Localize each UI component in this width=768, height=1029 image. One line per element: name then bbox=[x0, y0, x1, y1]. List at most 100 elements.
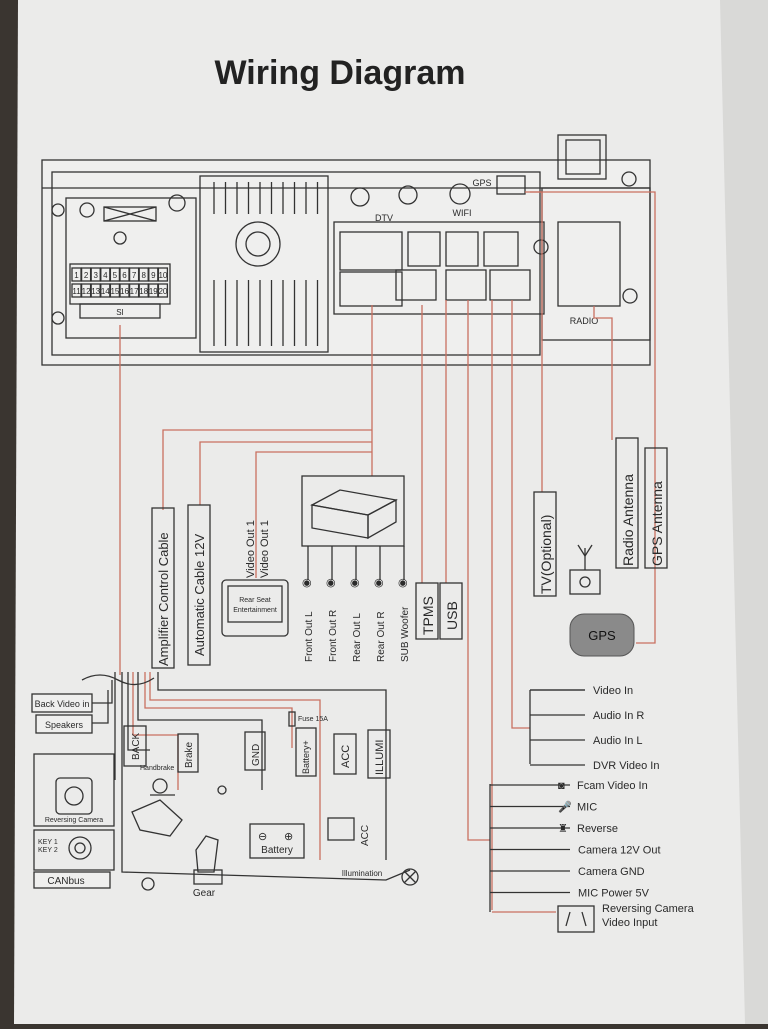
list-b-icon: ◙ bbox=[558, 780, 565, 792]
pin-number: 18 bbox=[139, 287, 148, 296]
harness: BACK Brake Handbrake GND Battery+ ACC IL… bbox=[121, 711, 419, 899]
usb-label: USB bbox=[444, 601, 460, 630]
automatic-cable-label: Automatic Cable 12V bbox=[192, 534, 207, 656]
pin-number: 4 bbox=[103, 271, 108, 280]
reversing-camera-input-2: Video Input bbox=[602, 917, 657, 929]
acc-switch-label: ACC bbox=[360, 825, 371, 846]
rca-jack-icon: ◉ bbox=[302, 577, 312, 589]
list-b-item: MIC bbox=[577, 802, 597, 814]
pin-cell bbox=[157, 267, 169, 282]
list-b-item: Fcam Video In bbox=[577, 780, 648, 792]
speakers-label: Speakers bbox=[45, 720, 84, 730]
pin-number: 7 bbox=[132, 271, 137, 280]
list-b-item: Reverse bbox=[577, 823, 618, 835]
brake-label: Brake bbox=[184, 741, 195, 768]
lamp-icon-left bbox=[141, 877, 155, 891]
heatsink-fins bbox=[213, 182, 319, 346]
gnd-label: GND bbox=[251, 744, 262, 766]
gps-antenna-label: GPS Antenna bbox=[649, 481, 665, 566]
list-b-item: MIC Power 5V bbox=[578, 888, 650, 900]
battery-plus-label: Battery+ bbox=[301, 740, 311, 774]
audio-output-label: SUB Woofer bbox=[400, 606, 411, 662]
pin-number: 1 bbox=[74, 271, 79, 280]
key1-label: KEY 1 bbox=[38, 839, 58, 846]
canbus-label: CANbus bbox=[47, 876, 84, 887]
pin-number: 13 bbox=[91, 287, 100, 296]
acc-label: ACC bbox=[340, 745, 352, 768]
pin-number: 2 bbox=[84, 271, 89, 280]
handbrake-label: Handbrake bbox=[140, 765, 174, 772]
list-a-item: Video In bbox=[593, 685, 633, 697]
illumi-label: ILLUMI bbox=[374, 740, 386, 775]
audio-amp-box bbox=[301, 475, 405, 580]
pin-number: 3 bbox=[93, 271, 98, 280]
pin-number: 17 bbox=[130, 287, 139, 296]
pin-number: 8 bbox=[141, 271, 146, 280]
pin-cell bbox=[157, 283, 169, 298]
pin-number: 16 bbox=[120, 287, 129, 296]
next-page bbox=[720, 0, 768, 1024]
rca-jack-icon: ◉ bbox=[326, 577, 336, 589]
tpms-label: TPMS bbox=[420, 596, 436, 635]
list-b-item: Camera GND bbox=[578, 866, 645, 878]
list-a-item: Audio In R bbox=[593, 710, 644, 722]
rear-seat-label-1: Rear Seat bbox=[239, 597, 271, 604]
tv-label: TV(Optional) bbox=[538, 515, 554, 594]
battery-minus: ⊖ bbox=[258, 831, 267, 843]
pin-number: 11 bbox=[72, 287, 81, 296]
back-video-in-label: Back Video in bbox=[35, 699, 90, 709]
dtv-label: DTV bbox=[375, 213, 393, 223]
audio-output-label: Rear Out L bbox=[352, 613, 363, 662]
reversing-camera-input-1: Reversing Camera bbox=[602, 903, 695, 915]
audio-output-labels: ◉ Front Out L ◉ Front Out R ◉ Rear Out L ◉ Rear… bbox=[302, 577, 411, 662]
rca-jack-icon: ◉ bbox=[374, 577, 384, 589]
pin-number: 6 bbox=[122, 271, 127, 280]
rca-jack-icon: ◉ bbox=[350, 577, 360, 589]
gps-module-icon: GPS bbox=[569, 613, 635, 657]
pin-number: 12 bbox=[82, 287, 91, 296]
diagram-title: Wiring Diagram bbox=[215, 54, 466, 92]
wifi-label: WIFI bbox=[453, 208, 472, 218]
radio-antenna-label: Radio Antenna bbox=[620, 474, 636, 566]
pin-number: 14 bbox=[101, 287, 110, 296]
gps-label: GPS bbox=[472, 178, 491, 188]
pin-number: 9 bbox=[151, 271, 156, 280]
reversing-camera-label: Reversing Camera bbox=[45, 817, 103, 824]
left-connectors: Back Video in Speakers Reversing Camera … bbox=[31, 674, 155, 889]
video-out-label-b: Video Out 1 bbox=[259, 520, 271, 578]
pin-number: 19 bbox=[149, 287, 158, 296]
audio-output-label: Rear Out R bbox=[376, 611, 387, 662]
back-label: BACK bbox=[131, 732, 142, 760]
illumination-label: Illumination bbox=[342, 869, 382, 878]
gps-module-label: GPS bbox=[588, 628, 616, 643]
pin-number: 5 bbox=[113, 271, 118, 280]
pin-number: 15 bbox=[110, 287, 119, 296]
rca-jack-icon: ◉ bbox=[398, 577, 408, 589]
tv-antenna-icon bbox=[569, 544, 601, 595]
battery-label: Battery bbox=[261, 845, 293, 856]
battery-plus: ⊕ bbox=[284, 831, 293, 843]
reversing-camera-input: Reversing Camera Video Input bbox=[492, 903, 695, 933]
list-b-icon: ♜ bbox=[558, 823, 568, 835]
audio-output-label: Front Out R bbox=[328, 610, 339, 662]
fuse-label: Fuse 15A bbox=[298, 716, 328, 723]
si-label: SI bbox=[116, 308, 124, 317]
list-b-item: Camera 12V Out bbox=[578, 845, 661, 857]
gear-label: Gear bbox=[193, 888, 216, 899]
pin-number: 20 bbox=[158, 287, 167, 296]
vertical-labels: Amplifier Control Cable Automatic Cable … bbox=[151, 437, 668, 669]
amplifier-cable-label: Amplifier Control Cable bbox=[156, 532, 171, 666]
rear-seat-monitor: Rear Seat Entertainment bbox=[221, 579, 289, 637]
list-b-icon: 🎤 bbox=[558, 800, 572, 814]
video-out-label-a: Video Out 1 bbox=[245, 520, 257, 578]
list-a-item: DVR Video In bbox=[593, 760, 659, 772]
audio-output-label: Front Out L bbox=[304, 611, 315, 662]
key2-label: KEY 2 bbox=[38, 847, 58, 854]
lamp-icon-right bbox=[401, 868, 419, 886]
pin-number: 10 bbox=[158, 271, 167, 280]
